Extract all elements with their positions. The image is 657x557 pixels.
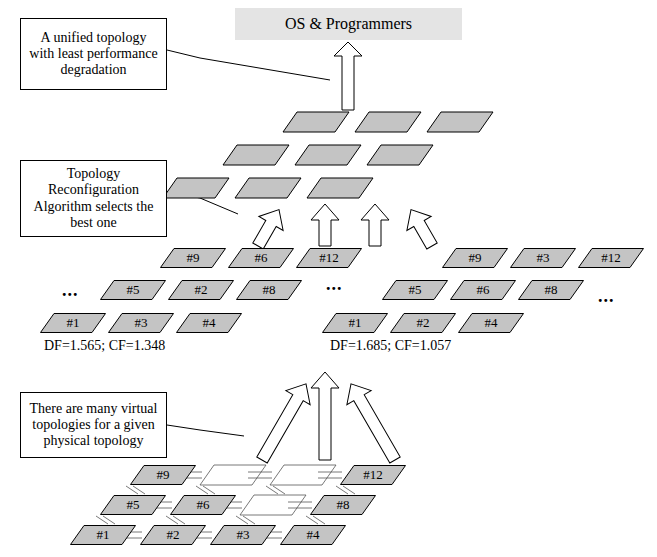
- callout-text: A unified topology with least performanc…: [27, 30, 160, 78]
- node-number: #8: [263, 283, 276, 298]
- callout-box: Topology Reconfiguration Algorithm selec…: [20, 160, 167, 237]
- tile-node: #2: [168, 280, 234, 300]
- tile-node: #6: [450, 280, 516, 300]
- tile-node: #4: [176, 313, 242, 333]
- hollow-arrow: [311, 372, 339, 460]
- node-number: #2: [417, 316, 430, 331]
- node-number: #2: [195, 283, 208, 298]
- node-number: #12: [319, 251, 339, 266]
- tile-node: #1: [40, 313, 106, 333]
- tile-node: #9: [442, 248, 508, 268]
- tile-node: #8: [236, 280, 302, 300]
- ellipsis-mark: ...: [598, 286, 615, 307]
- node-number: #4: [485, 316, 498, 331]
- tile-node: #12: [296, 248, 362, 268]
- metric-label: DF=1.565; CF=1.348: [44, 338, 165, 354]
- metric-label: DF=1.685; CF=1.057: [330, 338, 451, 354]
- tile-node: #1: [322, 313, 388, 333]
- node-number: #3: [135, 316, 148, 331]
- tile-node: #1: [70, 525, 136, 545]
- tile-node: #9: [130, 465, 196, 485]
- tile-node: #6: [170, 495, 236, 515]
- tile-node: #2: [140, 525, 206, 545]
- tile-node: #8: [518, 280, 584, 300]
- node-number: #1: [349, 316, 362, 331]
- node-number: #1: [67, 316, 80, 331]
- node-number: #5: [127, 283, 140, 298]
- node-number: #12: [601, 251, 621, 266]
- callout-text: Topology Reconfiguration Algorithm selec…: [27, 166, 160, 230]
- node-number: #1: [97, 528, 110, 543]
- hollow-arrow: [250, 377, 318, 467]
- hollow-arrow: [399, 203, 444, 253]
- tile-node: #3: [210, 525, 276, 545]
- tile-node: #5: [382, 280, 448, 300]
- tile-node: #12: [578, 248, 644, 268]
- leader-line: [167, 50, 330, 80]
- node-number: #3: [537, 251, 550, 266]
- hollow-arrow: [334, 42, 362, 110]
- node-number: #6: [255, 251, 268, 266]
- node-number: #3: [237, 528, 250, 543]
- tile-node: #9: [160, 248, 226, 268]
- tile-node: #5: [100, 280, 166, 300]
- tile-node: #4: [280, 525, 346, 545]
- node-number: #4: [307, 528, 320, 543]
- node-number: #2: [167, 528, 180, 543]
- node-number: #4: [203, 316, 216, 331]
- node-number: #12: [363, 468, 383, 483]
- node-number: #5: [409, 283, 422, 298]
- tile-node: #5: [100, 495, 166, 515]
- os-box: OS & Programmers: [235, 8, 462, 40]
- hollow-arrow: [361, 204, 389, 246]
- callout-text: OS & Programmers: [285, 15, 412, 33]
- tile-node: #3: [108, 313, 174, 333]
- hollow-arrow: [246, 203, 291, 253]
- leader-line: [167, 425, 244, 436]
- node-number: #6: [197, 498, 210, 513]
- hollow-arrow: [339, 377, 407, 467]
- tile-node: #4: [458, 313, 524, 333]
- node-number: #8: [545, 283, 558, 298]
- tile-node: #6: [228, 248, 294, 268]
- node-number: #9: [187, 251, 200, 266]
- tile-node: #8: [310, 495, 376, 515]
- tile-node: #3: [510, 248, 576, 268]
- node-number: #6: [477, 283, 490, 298]
- tile-node: #12: [340, 465, 406, 485]
- callout-box: There are many virtual topologies for a …: [20, 392, 167, 458]
- callout-text: There are many virtual topologies for a …: [27, 401, 160, 449]
- node-number: #9: [469, 251, 482, 266]
- node-number: #8: [337, 498, 350, 513]
- tile-node: #2: [390, 313, 456, 333]
- ellipsis-mark: ...: [326, 274, 343, 295]
- hollow-arrow: [311, 204, 339, 246]
- unified-topology: [163, 112, 493, 198]
- node-number: #5: [127, 498, 140, 513]
- ellipsis-mark: ...: [62, 280, 79, 301]
- callout-box: A unified topology with least performanc…: [20, 18, 167, 90]
- node-number: #9: [157, 468, 170, 483]
